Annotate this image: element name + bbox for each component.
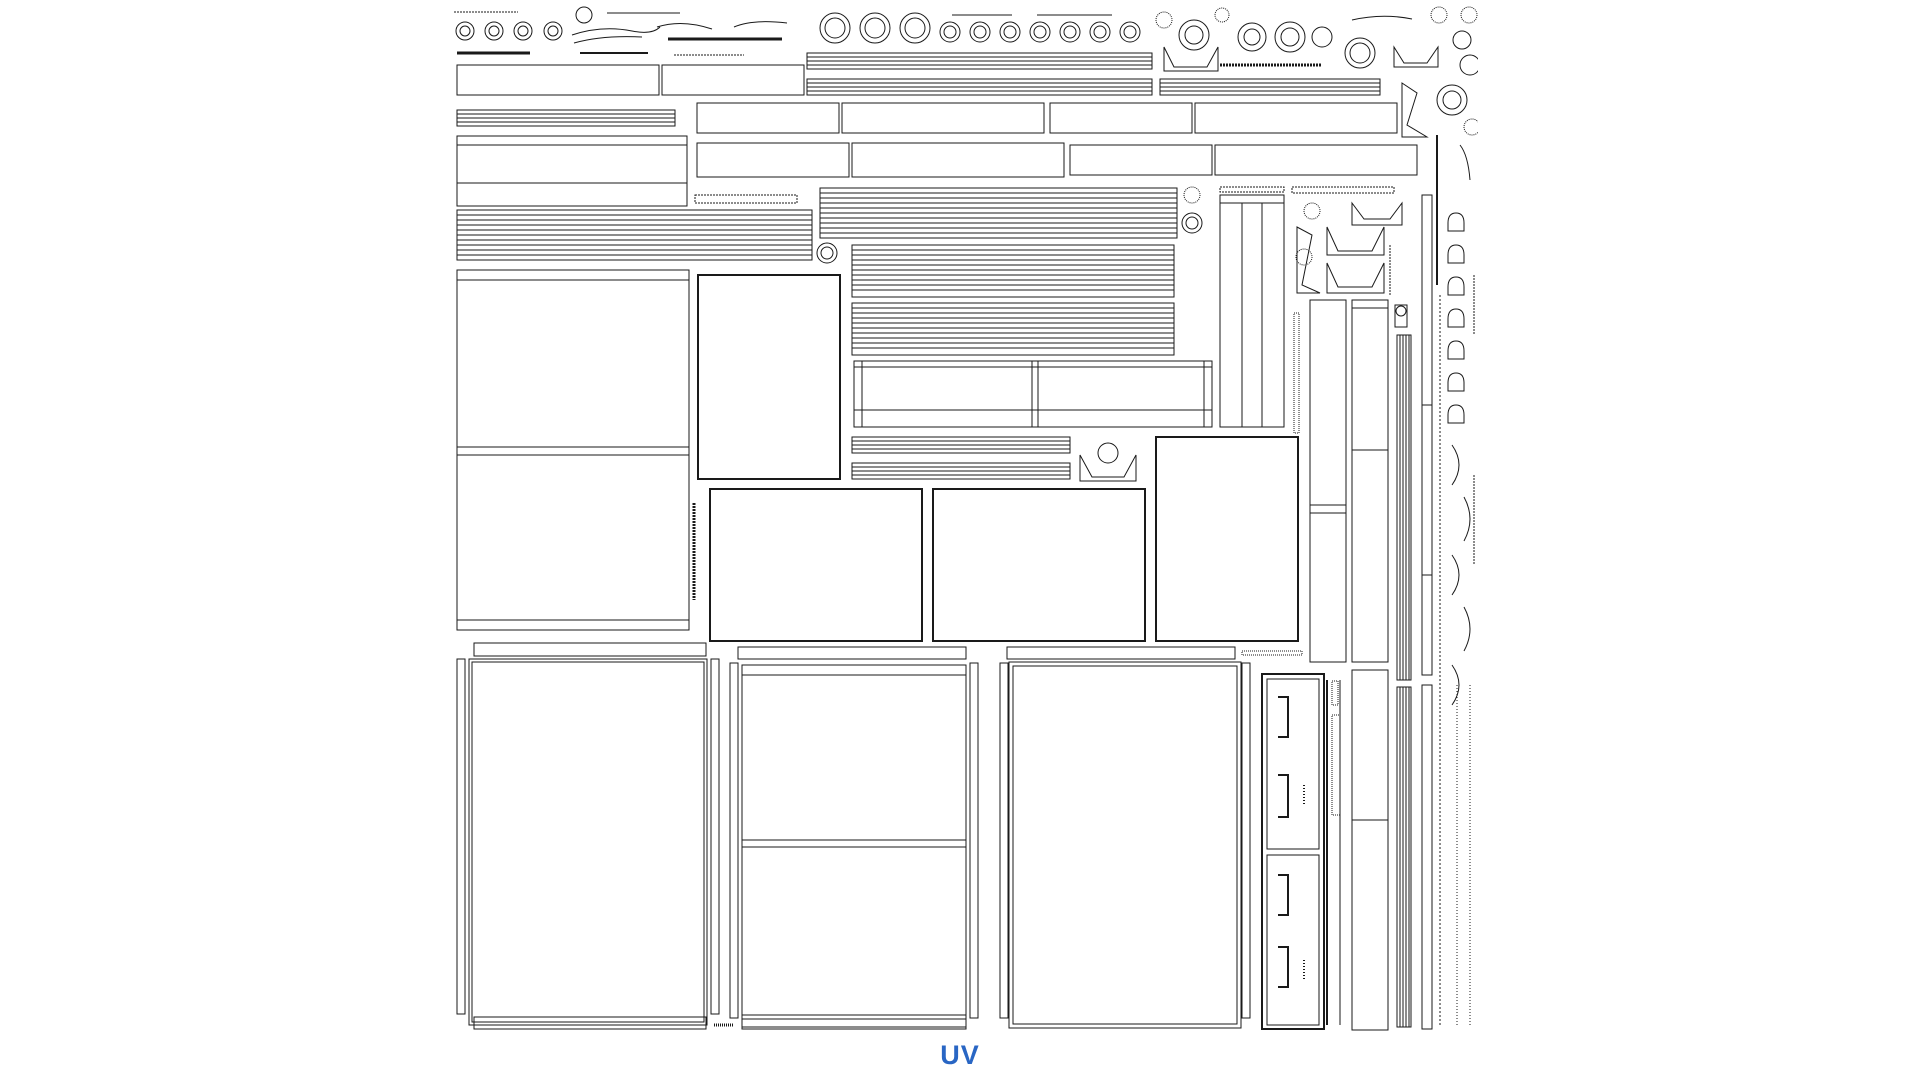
right-bracket-pieces [1291, 186, 1433, 681]
uv-caption: UV [940, 1040, 980, 1070]
bracket-pieces-top [1163, 45, 1439, 138]
gear-rivet-row [819, 6, 1478, 136]
uv-layout-sheet [454, 6, 1478, 1031]
bottom-panels [456, 642, 1433, 1031]
drawer-handles [1278, 696, 1305, 988]
striped-panels [456, 186, 1203, 482]
upper-strip-panels [456, 52, 1418, 207]
right-handle-column [1436, 135, 1475, 1025]
middle-panels [456, 186, 1299, 648]
top-rivet-row [454, 6, 788, 56]
